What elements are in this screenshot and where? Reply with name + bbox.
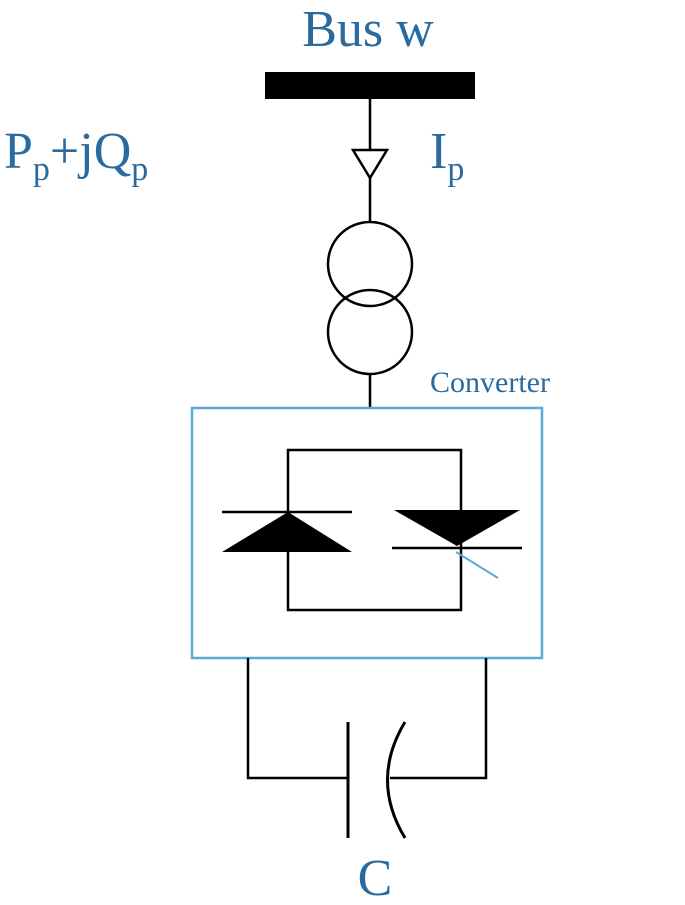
capacitor-wire-right: [390, 658, 488, 780]
current-arrow-icon: [350, 148, 390, 181]
transformer-coil-upper: [326, 220, 414, 308]
capacitor-wire-left: [246, 658, 348, 780]
converter-box: [190, 406, 544, 660]
bus-label: Bus w: [302, 1, 434, 58]
current-label: Ip: [430, 123, 464, 188]
bus-bar: [265, 72, 475, 99]
transformer-coil-lower: [326, 288, 414, 376]
thyristor-gate: [455, 551, 499, 579]
thyristor-icon: [394, 510, 520, 546]
capacitor-label: C: [358, 850, 393, 905]
converter-label: Converter: [430, 366, 550, 399]
diode-icon: [222, 512, 352, 552]
capacitor-plate-right: [386, 721, 407, 839]
power-label: Pp+jQp: [4, 123, 148, 188]
